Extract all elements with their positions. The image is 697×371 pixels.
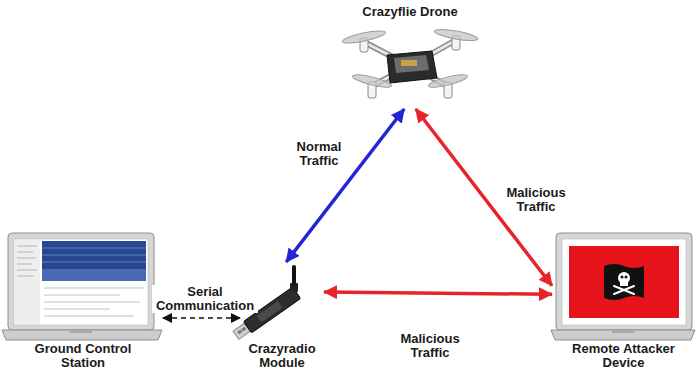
- antenna: [292, 265, 296, 285]
- propeller: [352, 72, 393, 89]
- ui-line: [17, 276, 34, 277]
- ui-line: [17, 270, 37, 271]
- app-rows: [44, 288, 144, 316]
- ui-line: [44, 302, 140, 303]
- node-label: Ground Control Station: [28, 342, 138, 370]
- edge-label: Malicious Traffic: [499, 186, 573, 214]
- malicious-traffic-arrow: [324, 292, 552, 294]
- drone-body: [387, 51, 437, 83]
- drone-propellers: [342, 27, 479, 89]
- propeller: [342, 29, 387, 46]
- node-label: Crazyflie Drone: [362, 5, 457, 19]
- pirate-flag: [604, 264, 644, 300]
- app-sidebar-lines: [17, 246, 37, 276]
- laptop-notch: [70, 330, 92, 333]
- ui-line: [42, 262, 146, 263]
- ui-line: [17, 246, 37, 247]
- drone-illustration: [342, 27, 479, 98]
- edge-label: Normal Traffic: [286, 140, 352, 168]
- ui-line: [17, 264, 32, 265]
- app-sidebar: [15, 240, 40, 324]
- drone-battery: [394, 55, 429, 73]
- ui-line: [44, 295, 120, 296]
- laptop-illustration: [2, 233, 162, 340]
- skull-eye: [621, 276, 624, 279]
- laptop-base: [2, 330, 162, 340]
- laptop-base: [551, 330, 695, 340]
- propeller: [434, 27, 479, 43]
- bone: [614, 286, 634, 294]
- crossbones: [614, 286, 634, 294]
- drone-chip: [401, 60, 417, 66]
- attacker-laptop-illustration: [551, 233, 695, 340]
- dongle-chip: [257, 301, 283, 322]
- edge-label: Serial Communication: [152, 285, 258, 313]
- ui-line: [44, 288, 144, 289]
- ui-line: [42, 255, 146, 256]
- red-screen: [569, 246, 679, 318]
- bone: [614, 286, 634, 294]
- ground-station-node: Ground Control Station: [3, 229, 163, 371]
- ui-line: [17, 258, 36, 259]
- node-label: Crazyradio Module: [242, 342, 322, 370]
- attacker-node: Remote Attacker Device: [552, 229, 695, 371]
- ui-line: [44, 316, 134, 317]
- laptop-screen: [14, 239, 148, 325]
- skull-eye: [625, 276, 628, 279]
- usb-plug-hole: [241, 327, 246, 332]
- drone-node: Crazyflie Drone: [338, 3, 482, 109]
- ui-line: [17, 252, 33, 253]
- skull-jaw: [620, 282, 628, 286]
- app-plot-band: [42, 241, 146, 269]
- laptop-bezel: [8, 233, 154, 330]
- laptop-bezel: [556, 233, 692, 330]
- laptop-notch: [612, 330, 634, 333]
- drone-motors: [360, 36, 460, 98]
- usb-plug-hole: [237, 330, 242, 335]
- laptop-screen: [562, 239, 686, 325]
- ui-line: [44, 309, 110, 310]
- radio-module-node: Crazyradio Module: [240, 262, 324, 371]
- node-label: Remote Attacker Device: [561, 342, 686, 370]
- app-plot-lines: [42, 248, 146, 262]
- normal-traffic-arrow: [286, 109, 404, 262]
- serial-link-arrow: [163, 317, 240, 319]
- edge-label: Malicious Traffic: [393, 332, 467, 360]
- app-plot-band: [42, 269, 146, 281]
- ui-line: [42, 248, 146, 249]
